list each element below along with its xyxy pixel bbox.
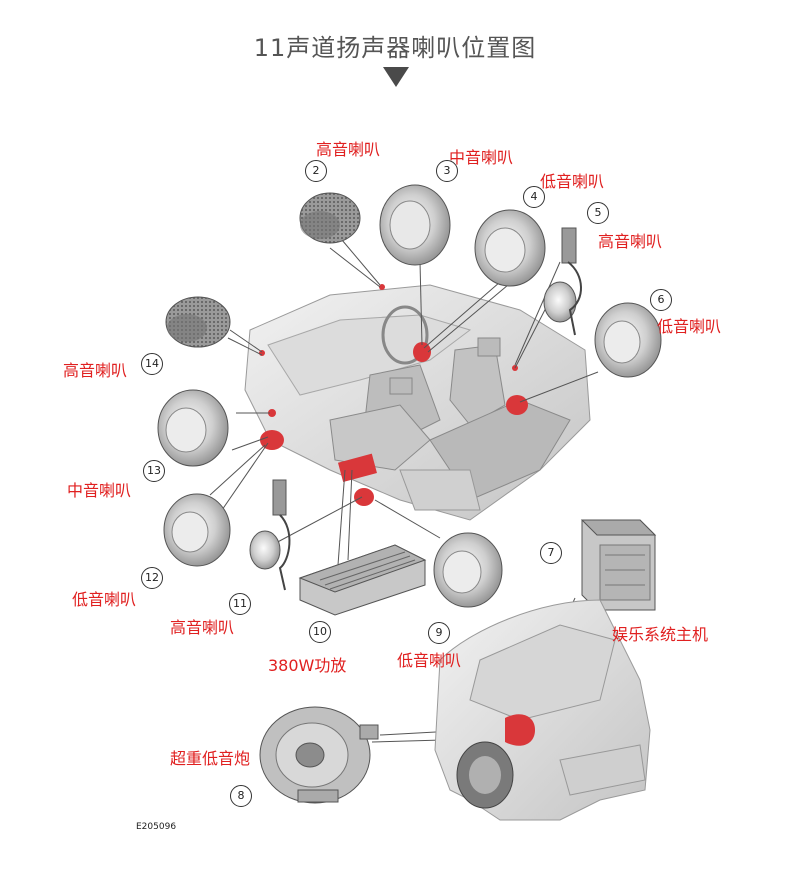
label-woofer-9: 低音喇叭: [397, 651, 462, 670]
callout-3: 3: [436, 160, 458, 182]
head-unit-7: [580, 519, 657, 611]
label-amp-10: 380W功放: [268, 656, 347, 675]
callout-6: 6: [650, 289, 672, 311]
callout-4: 4: [523, 186, 545, 208]
callout-7: 7: [540, 542, 562, 564]
label-tweeter-14: 高音喇叭: [63, 361, 128, 380]
callout-11: 11: [229, 593, 251, 615]
speaker-12-woofer: [163, 493, 231, 567]
image-code: E205096: [136, 822, 177, 832]
page-title: 11声道扬声器喇叭位置图: [253, 34, 537, 62]
amplifier-10: [298, 544, 427, 616]
down-arrow-icon: [383, 67, 409, 87]
speaker-14-tweeter: [165, 296, 231, 348]
speaker-6-woofer: [594, 302, 662, 378]
speaker-3-mid: [379, 184, 451, 266]
speaker-11-tweeter: [249, 479, 291, 591]
callout-14: 14: [141, 353, 163, 375]
label-head-unit-7: 娱乐系统主机: [612, 625, 709, 644]
subwoofer-8: [259, 706, 379, 804]
speaker-5-tweeter: [543, 227, 582, 336]
speaker-2-tweeter: [299, 192, 361, 244]
callout-5: 5: [587, 202, 609, 224]
label-mid-13: 中音喇叭: [67, 481, 132, 500]
label-woofer-12: 低音喇叭: [72, 590, 137, 609]
label-tweeter-11: 高音喇叭: [170, 618, 235, 637]
callout-9: 9: [428, 622, 450, 644]
speaker-9-woofer: [433, 532, 503, 608]
label-subwoofer-8: 超重低音炮: [170, 749, 251, 768]
callout-10: 10: [309, 621, 331, 643]
callout-8: 8: [230, 785, 252, 807]
callout-12: 12: [141, 567, 163, 589]
speaker-4-woofer: [474, 209, 546, 287]
label-mid-3: 中音喇叭: [449, 148, 514, 167]
car-exterior: [434, 599, 651, 821]
label-woofer-4: 低音喇叭: [540, 172, 605, 191]
label-woofer-6: 低音喇叭: [657, 317, 722, 336]
callout-13: 13: [143, 460, 165, 482]
callout-2: 2: [305, 160, 327, 182]
label-tweeter-2: 高音喇叭: [316, 140, 381, 159]
speaker-13-mid: [157, 389, 229, 467]
label-tweeter-5: 高音喇叭: [598, 232, 663, 251]
car-interior: [244, 284, 591, 521]
